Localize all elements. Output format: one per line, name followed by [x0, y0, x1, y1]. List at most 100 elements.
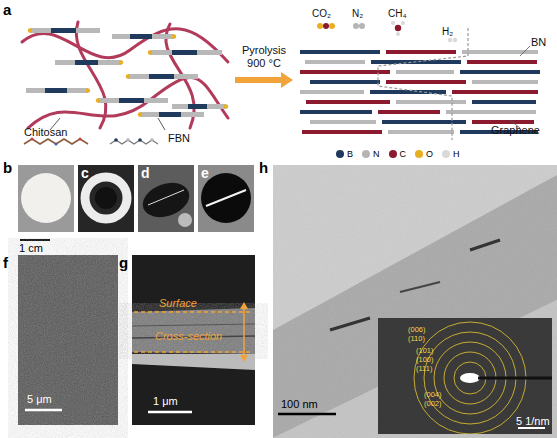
drawing-rect — [198, 165, 254, 232]
figure-panel: b1 cm — [3, 160, 75, 256]
figure-panel: d — [138, 165, 194, 232]
drawing-line — [158, 118, 165, 130]
drawing-line — [400, 282, 440, 292]
drawing-circle — [359, 23, 365, 29]
drawing-rect — [462, 50, 538, 54]
drawing-line — [520, 46, 530, 56]
figure-panel: BN Graphene — [295, 28, 553, 146]
drawing-rect — [302, 130, 382, 134]
panel-label: FBN — [168, 132, 190, 144]
figure-panel: h100 nm(006)(110)(101)(100)(111)(004)(00… — [259, 160, 557, 438]
panel-label: 100 nm — [281, 398, 318, 410]
drawing-polygon — [132, 354, 255, 370]
legend-swatch — [389, 150, 397, 158]
panel-label: (004) — [424, 391, 442, 399]
drawing-rect — [300, 50, 380, 54]
drawing-rect — [188, 104, 207, 109]
panel-label: 1 cm — [19, 242, 43, 254]
arrow-shaft — [235, 77, 283, 83]
drawing-rect — [98, 98, 168, 103]
drawing-rect — [132, 255, 255, 425]
drawing-circle — [329, 23, 335, 29]
legend: BNCOH — [336, 149, 460, 159]
drawing-circle — [55, 143, 58, 146]
drawing-rect — [386, 80, 466, 84]
scale-bar — [278, 413, 336, 416]
drawing-circle — [395, 25, 401, 31]
figure-panel: c — [78, 165, 134, 232]
drawing-rect — [378, 318, 552, 434]
drawing-rect — [159, 112, 181, 117]
drawing-polygon — [240, 302, 248, 309]
drawing-line — [134, 311, 252, 313]
drawing-rect — [382, 120, 466, 124]
legend-swatch — [362, 150, 370, 158]
legend-swatch — [336, 150, 344, 158]
drawing-rect — [273, 165, 557, 438]
legend-item: H — [442, 149, 460, 159]
legend-text: N — [373, 149, 380, 159]
panel-label: 1 μm — [153, 395, 178, 407]
gas-label: H₂ — [442, 26, 453, 37]
drawing-rect — [55, 60, 121, 65]
legend-text: B — [347, 149, 353, 159]
figure-panel: e — [198, 165, 254, 232]
drawing-circle — [148, 50, 152, 54]
sem-cross-section — [132, 255, 255, 425]
panel-label: Cross-section — [155, 330, 222, 342]
drawing-rect — [149, 74, 174, 79]
drawing-line — [206, 190, 246, 206]
panel-label: 5 1/nm — [516, 415, 550, 427]
legend-text: O — [426, 149, 433, 159]
drawing-rect — [300, 110, 372, 114]
panel-label: BN — [531, 36, 546, 48]
drawing-rect — [78, 165, 134, 232]
drawing-rect — [30, 28, 100, 33]
panel-letter: c — [81, 166, 89, 181]
figure-panel: (006)(110)(101)(100)(111)(004)(002)5 1/n… — [378, 318, 552, 434]
panel-label: (110) — [408, 335, 425, 343]
drawing-rect — [18, 255, 118, 425]
photo-d — [138, 165, 194, 232]
drawing-circle — [28, 28, 32, 32]
drawing-circle — [401, 21, 405, 25]
figure-panel: f5 μm — [3, 255, 119, 427]
drawing-line — [478, 377, 552, 380]
legend-text: H — [453, 149, 460, 159]
drawing-line — [243, 306, 245, 358]
chitosan-chains — [22, 22, 228, 128]
drawing-polygon — [132, 308, 255, 354]
legend-item: O — [415, 149, 433, 159]
drawing-circle — [448, 38, 452, 42]
panel-label: Graphene — [491, 124, 540, 136]
drawing-rect — [378, 110, 440, 114]
scale-bar — [148, 411, 192, 414]
drawing-rect — [172, 104, 226, 109]
photo-e — [198, 165, 254, 232]
drawing-rect — [472, 120, 534, 124]
drawing-circle — [224, 104, 228, 108]
gas-label: CH₄ — [388, 8, 407, 19]
arrow-label: Pyrolysis 900 °C — [232, 44, 296, 69]
drawing-rect — [140, 112, 204, 117]
panel-letter: e — [201, 166, 209, 181]
drawing-path — [22, 29, 228, 62]
legend-text: C — [400, 149, 407, 159]
drawing-circle — [391, 21, 395, 25]
photo-c — [78, 165, 134, 232]
drawing-rect — [388, 130, 454, 134]
drawing-rect — [300, 70, 390, 74]
photo-b — [18, 165, 74, 232]
drawing-circle — [126, 74, 130, 78]
drawing-rect — [18, 255, 118, 425]
drawing-circle — [86, 88, 90, 92]
drawing-rect — [452, 90, 538, 94]
drawing-line — [132, 324, 255, 326]
drawing-rect — [75, 60, 98, 65]
drawing-line — [148, 190, 184, 205]
drawing-rect — [150, 50, 222, 55]
panel-label: (100) — [416, 356, 434, 364]
drawing-circle — [85, 177, 127, 219]
panel-label: (002) — [424, 400, 442, 408]
